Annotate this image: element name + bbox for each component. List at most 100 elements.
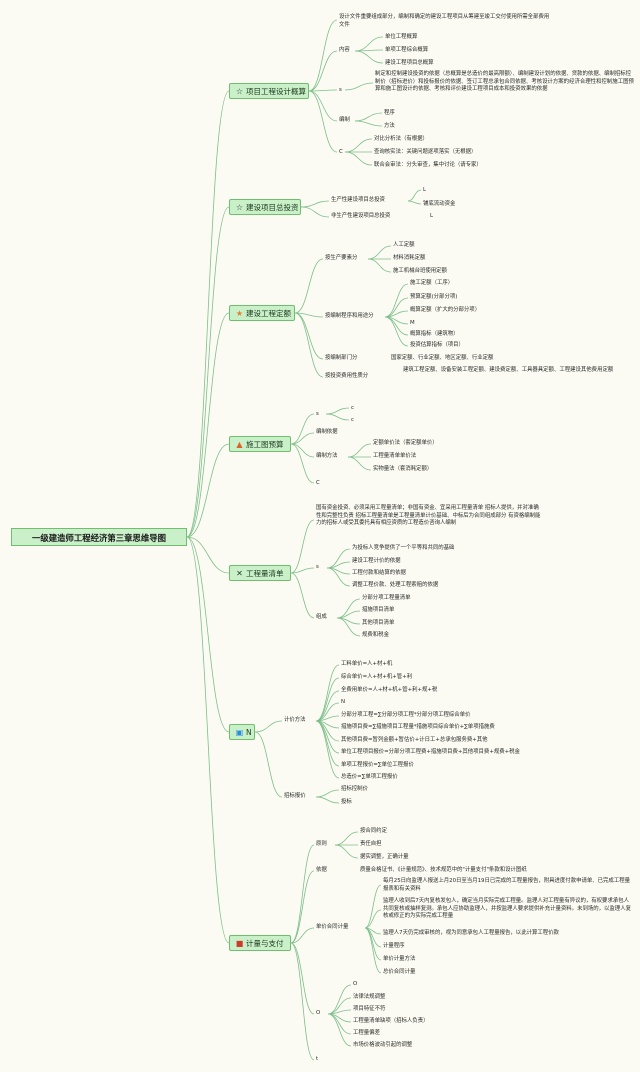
b1-c-item: 联合会审法：分头审查，集中讨论（请专家）: [374, 162, 482, 168]
b1-content-item: 单项工程综合概算: [385, 47, 429, 53]
b2-productive: 生产性建设项目总投资: [331, 197, 385, 203]
connector-line: [290, 942, 315, 1015]
b7-basis-text: 质量合格证书、《计量规范》、技术规范中的"计量支付"条款和设计图纸: [360, 867, 527, 873]
b4-method-item: 工程量清单单价法: [373, 453, 417, 459]
branch-measurement-payment[interactable]: ■计量与支付: [229, 935, 291, 951]
tools-icon: ✕: [236, 569, 243, 578]
connector-line: [347, 443, 372, 458]
b3-procedure-item: 施工定额（工序）: [410, 280, 454, 286]
connector-line: [290, 870, 315, 944]
b1-content: 内容: [339, 47, 350, 53]
connector-line: [308, 19, 338, 92]
b7-measure-item: 计量程序: [383, 943, 405, 949]
connector-line: [308, 50, 338, 92]
connector-line: [315, 796, 340, 804]
connector-line: [294, 258, 324, 314]
b1-definition: 设计文件重要组成部分，编制和确定的建设工程项目从筹建至竣工交付使用所需全部费用文…: [339, 14, 550, 28]
b3-factor-item: 人工定额: [393, 242, 415, 248]
connector-line: [407, 189, 422, 202]
branch-bill-of-quantities[interactable]: ✕工程量清单: [229, 565, 291, 581]
connector-line: [290, 927, 315, 944]
b7-t: t: [316, 1056, 319, 1062]
connector-line: [294, 312, 324, 378]
b3-procedure-item: M: [410, 320, 415, 326]
b3-procedure-item: 概算定额（扩大的分部分项）: [410, 307, 481, 313]
connector-line: [308, 90, 338, 153]
b7-unit-price-measure: 单价合同计量: [316, 924, 349, 930]
connector-line: [290, 413, 315, 445]
connector-line: [327, 984, 352, 1015]
b6-pricing-item: 措施项目费=∑措施项目工程量*措施项目综合单价+∑单项措施费: [341, 724, 495, 730]
connector-line: [290, 567, 315, 574]
connector-line: [367, 258, 392, 273]
b7-principle-item: 据实调整，正确计量: [360, 854, 409, 860]
connector-line: [294, 312, 324, 360]
connector-line: [186, 206, 230, 538]
connector-line: [354, 36, 384, 52]
b6-pricing-item: 工料单价=人+材+机: [341, 661, 393, 667]
connector-line: [290, 443, 315, 484]
b3-cost-text: 建筑工程定额、设备安装工程定额、建设费定额、工具器具定额、工程建设其他费用定额: [403, 367, 614, 373]
b3-procedure-item: 投资估算指标（项目）: [410, 342, 464, 348]
b7-basis: 依据: [316, 867, 327, 873]
b7-measure-item: 单价计量方法: [383, 956, 416, 962]
b6-pricing-item: N: [341, 699, 346, 705]
b3-by-cost: 按投资费用性质分: [325, 373, 369, 379]
connector-line: [308, 89, 338, 92]
b1-content-item: 建设工程项目总概算: [385, 60, 434, 66]
connector-line: [326, 567, 351, 587]
b7-o-item: 项目特征不符: [353, 1006, 386, 1012]
connector-line: [344, 138, 373, 153]
b5-composition-item: 措施项目清单: [362, 607, 395, 613]
connector-line: [308, 90, 338, 122]
b5-definition: 国有资金投资、必须采用工程量清单；非国有资金、宜采用工程量清单 招标人提供，并对…: [316, 505, 541, 527]
b5-composition-item: 其他项目清单: [362, 620, 395, 626]
branch-construction-drawing-budget[interactable]: ▲施工图预算: [229, 436, 291, 452]
connector-line: [354, 120, 383, 127]
b5-composition-item: 分部分项工程量清单: [362, 595, 411, 601]
connector-line: [315, 677, 340, 722]
b7-o-item: 工程量清单缺项（招标人负责）: [353, 1018, 429, 1024]
connector-line: [290, 572, 315, 619]
flag-icon: ■: [235, 939, 244, 948]
connector-line: [344, 151, 373, 166]
connector-line: [347, 456, 372, 471]
b7-o-item: 法律法规调整: [353, 994, 386, 1000]
b6-bid-item: 招标控制价: [341, 786, 368, 792]
connector-line: [290, 432, 315, 445]
connector-line: [254, 720, 283, 733]
b2-nonproductive: 非生产性建设项目总投资: [331, 213, 391, 219]
star-outline-icon: ☆: [235, 87, 244, 96]
b7-o-item: 市场价格波动引起的调整: [353, 1042, 413, 1048]
b1-c-item: 对比分析法（有根据）: [374, 136, 428, 142]
b3-factor-item: 施工机械台班使用定额: [393, 268, 447, 274]
branch-construction-quota[interactable]: ★建设工程定额: [229, 305, 295, 321]
connector-line: [300, 206, 330, 218]
b2-productive-item: L: [423, 187, 427, 193]
b3-by-procedure: 按编制程序和用途分: [325, 313, 374, 319]
b1-c: C: [339, 149, 343, 155]
b6-bid-price: 招标报价: [284, 793, 306, 799]
star-filled-icon: ★: [235, 309, 244, 318]
connector-line: [367, 245, 392, 260]
connector-line: [336, 617, 361, 637]
b4-method: 编制方法: [316, 453, 338, 459]
connector-line: [186, 536, 230, 574]
b1-content-item: 单位工程概算: [385, 34, 418, 40]
b3-procedure-item: 概算指标（建筑物）: [410, 331, 459, 337]
b5-s: s: [316, 564, 319, 570]
connector-line: [290, 942, 315, 1061]
branch-project-design-estimate[interactable]: ☆项目工程设计概算: [229, 83, 309, 99]
b7-o: O: [316, 1010, 321, 1016]
branch-project-total-investment[interactable]: ☆建设项目总投资: [229, 199, 301, 215]
b6-pricing-item: 单位工程项目报价=分部分项工程费+措施项目费+其他项目费+规费+税金: [341, 749, 520, 755]
connector-line: [186, 536, 230, 944]
connector-line: [334, 844, 359, 859]
root-node[interactable]: 一级建造师工程经济第三章思维导图: [11, 528, 187, 546]
connector-line: [300, 200, 330, 208]
connector-line: [290, 844, 315, 944]
branch-n[interactable]: ▣N: [229, 724, 255, 740]
b5-composition: 组成: [316, 614, 327, 620]
b5-s-item: 建设工程计价的依据: [352, 558, 401, 564]
